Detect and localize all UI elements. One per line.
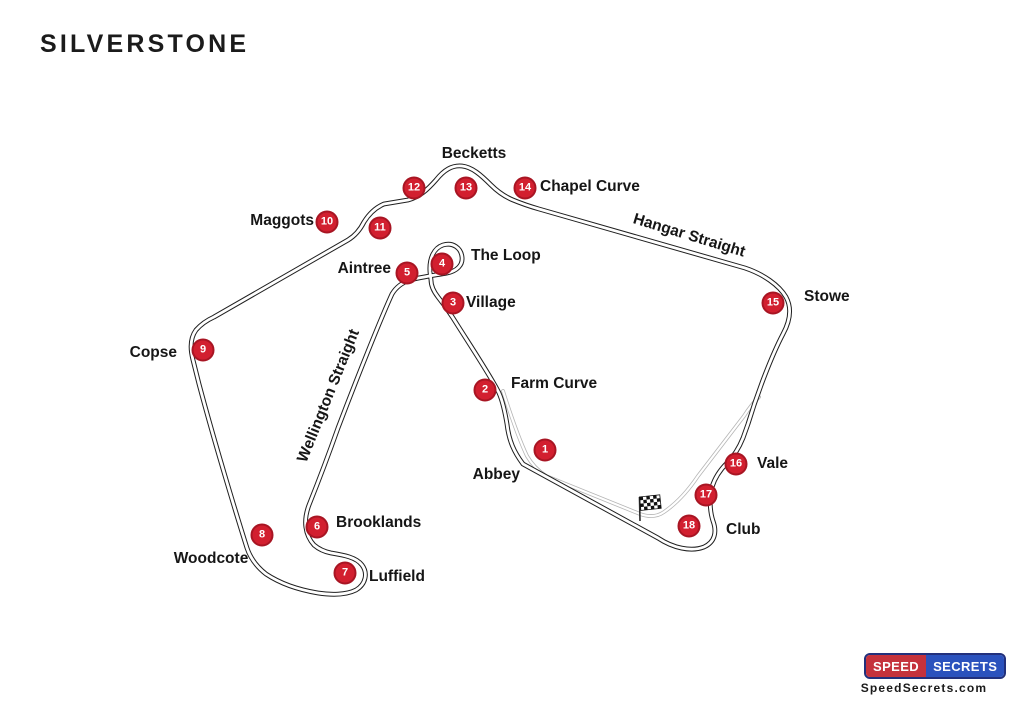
track-label-club: Club: [726, 521, 761, 538]
track-label-vale: Vale: [757, 455, 789, 472]
track-label-copse: Copse: [129, 344, 177, 361]
corner-marker-3: 3: [441, 291, 465, 315]
corner-marker-9: 9: [191, 338, 215, 362]
logo-speed-segment: SPEED: [866, 655, 927, 677]
corner-marker-16: 16: [724, 452, 748, 476]
corner-marker-18: 18: [677, 514, 701, 538]
corner-marker-14: 14: [513, 176, 537, 200]
track-label-stowe: Stowe: [804, 288, 850, 305]
corner-marker-1: 1: [533, 438, 557, 462]
corner-marker-10: 10: [315, 210, 339, 234]
corner-marker-4: 4: [430, 252, 454, 276]
corner-marker-7: 7: [333, 561, 357, 585]
start-finish-flag-icon: [638, 494, 662, 522]
track-label-chapel: Chapel Curve: [540, 178, 640, 195]
corner-marker-11: 11: [368, 216, 392, 240]
track-label-aintree: Aintree: [337, 260, 391, 277]
track-label-luffield: Luffield: [369, 568, 425, 585]
track-label-abbey: Abbey: [472, 466, 520, 483]
track-label-farm-curve: Farm Curve: [511, 375, 598, 392]
speedsecrets-url: SpeedSecrets.com: [860, 681, 988, 695]
corner-marker-5: 5: [395, 261, 419, 285]
track-label-brooklands: Brooklands: [336, 514, 422, 531]
corner-marker-12: 12: [402, 176, 426, 200]
track-label-maggots: Maggots: [250, 212, 314, 229]
corner-marker-2: 2: [473, 378, 497, 402]
corner-marker-17: 17: [694, 483, 718, 507]
track-label-village: Village: [466, 294, 516, 311]
track-label-woodcote: Woodcote: [173, 550, 249, 567]
corner-marker-6: 6: [305, 515, 329, 539]
page-title: SILVERSTONE: [40, 30, 250, 58]
corner-marker-13: 13: [454, 176, 478, 200]
track-label-becketts: Becketts: [441, 145, 507, 162]
speedsecrets-logo: SPEED SECRETS: [864, 653, 1007, 679]
logo-secrets-segment: SECRETS: [926, 655, 1005, 677]
corner-marker-15: 15: [761, 291, 785, 315]
corner-marker-8: 8: [250, 523, 274, 547]
track-label-the-loop: The Loop: [471, 247, 541, 264]
